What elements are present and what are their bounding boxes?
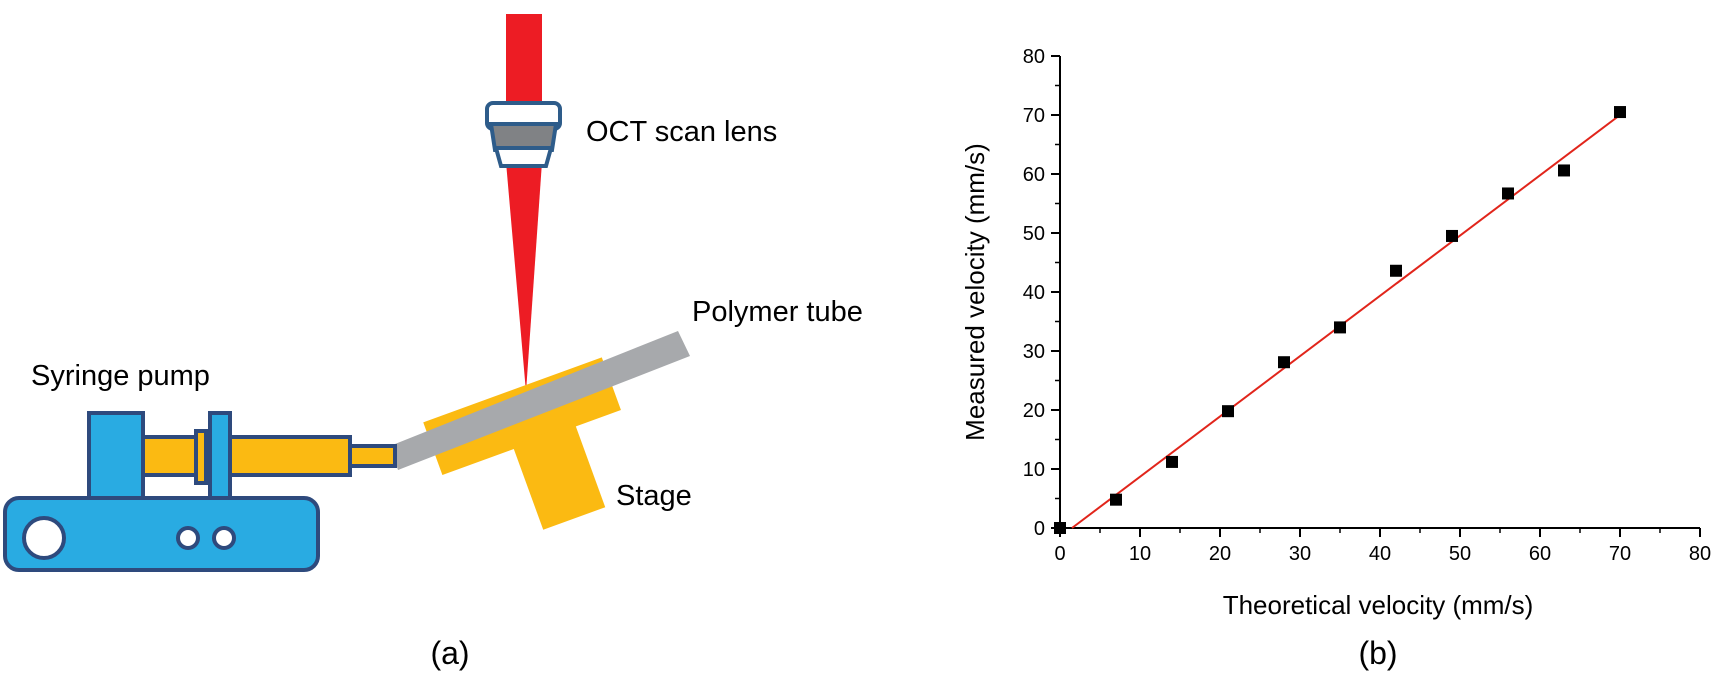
laser-beam-cone-icon xyxy=(506,162,542,392)
laser-beam-icon xyxy=(506,14,542,108)
data-point xyxy=(1614,106,1626,119)
polymer-tube-icon xyxy=(390,331,690,470)
data-point xyxy=(1334,321,1346,334)
y-tick-label: 50 xyxy=(1023,223,1045,245)
data-point xyxy=(1166,455,1178,468)
y-tick-label: 0 xyxy=(1034,518,1045,540)
data-point xyxy=(1110,493,1122,506)
y-tick-label: 70 xyxy=(1023,105,1045,127)
lens-label: OCT scan lens xyxy=(586,116,777,148)
data-point xyxy=(1558,164,1570,177)
panel-b-label: (b) xyxy=(1358,635,1397,671)
y-tick-label: 30 xyxy=(1023,341,1045,363)
stage-label: Stage xyxy=(616,480,692,512)
velocity-chart: 0 10 20 30 40 50 60 70 80 0 10 20 30 40 50 60 70 80 Theor… xyxy=(960,46,1711,671)
chart-points xyxy=(1054,106,1626,534)
data-point xyxy=(1390,264,1402,277)
data-point xyxy=(1222,405,1234,418)
y-tick-label: 20 xyxy=(1023,400,1045,422)
x-tick-label: 40 xyxy=(1369,543,1391,565)
chart-tick-labels: 0 10 20 30 40 50 60 70 80 0 10 20 30 40 50 60 70 80 xyxy=(1023,46,1711,565)
setup-diagram: OCT scan lens Polymer tube Syringe pump … xyxy=(3,14,863,671)
panel-a-label: (a) xyxy=(430,635,469,671)
x-tick-label: 10 xyxy=(1129,543,1151,565)
x-tick-label: 0 xyxy=(1054,543,1065,565)
data-point xyxy=(1054,522,1066,534)
data-point xyxy=(1502,187,1514,200)
tube-label: Polymer tube xyxy=(692,296,863,328)
data-point xyxy=(1278,356,1290,369)
x-tick-label: 20 xyxy=(1209,543,1231,565)
x-tick-label: 30 xyxy=(1289,543,1311,565)
y-tick-label: 10 xyxy=(1023,459,1045,481)
x-tick-label: 60 xyxy=(1529,543,1551,565)
x-tick-label: 80 xyxy=(1689,543,1711,565)
x-axis-title: Theoretical velocity (mm/s) xyxy=(1223,590,1534,620)
syringe-pump-icon xyxy=(3,411,397,572)
y-tick-label: 40 xyxy=(1023,282,1045,304)
stage-icon xyxy=(423,357,621,530)
x-tick-label: 50 xyxy=(1449,543,1471,565)
scan-lens-icon xyxy=(485,101,562,168)
data-point xyxy=(1446,229,1458,242)
x-tick-label: 70 xyxy=(1609,543,1631,565)
pump-label: Syringe pump xyxy=(31,360,210,392)
y-tick-label: 60 xyxy=(1023,164,1045,186)
y-axis-title: Measured velocity (mm/s) xyxy=(960,143,990,441)
y-tick-label: 80 xyxy=(1023,46,1045,68)
chart-ticks xyxy=(1051,55,1701,537)
